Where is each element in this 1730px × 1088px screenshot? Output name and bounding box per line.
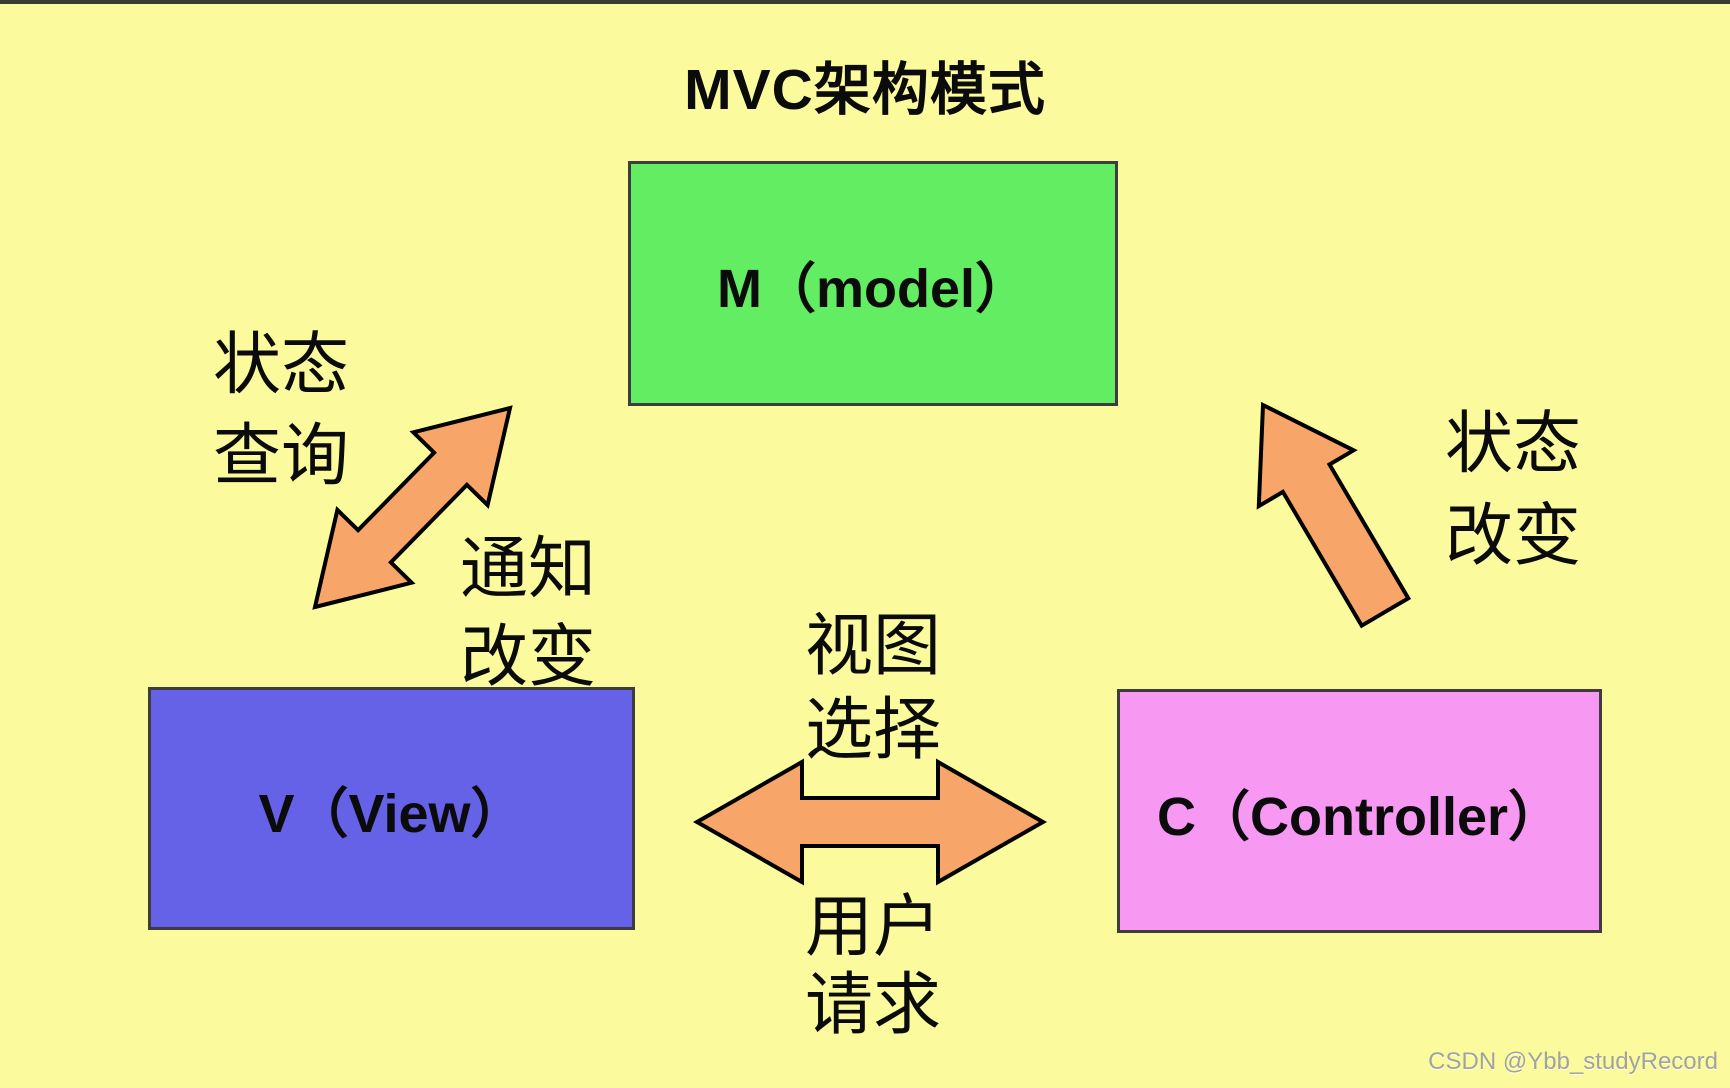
double-arrow-view-model-icon: [312, 405, 513, 610]
edge-label-user-request: 用户 请求: [778, 888, 968, 1044]
edge-label-status-change: 状态 改变: [1445, 398, 1581, 582]
model-box-label: M（model）: [716, 259, 1029, 319]
edge-label-line: 选择: [804, 692, 941, 768]
edge-label-status-query: 状态 查询: [213, 320, 349, 502]
edge-label-line: 请求: [804, 967, 941, 1043]
page-title: MVC架构模式: [684, 58, 1046, 122]
arrow-controller-model-icon: [1256, 401, 1412, 629]
edge-label-notify-change: 通知 改变: [460, 525, 596, 701]
edge-label-view-select: 视图 选择: [778, 604, 968, 772]
top-border-bar: [0, 0, 1730, 4]
view-box: V（View）: [148, 687, 635, 930]
controller-box-label: C（Controller）: [1157, 786, 1562, 847]
edge-label-line: 用户: [804, 889, 941, 965]
edge-label-line: 改变: [1445, 498, 1582, 574]
view-box-label: V（View）: [258, 784, 525, 844]
model-box: M（model）: [628, 161, 1118, 406]
edge-label-line: 状态: [213, 327, 350, 403]
double-arrow-view-controller-icon: [692, 758, 1048, 886]
edge-label-line: 状态: [1445, 406, 1582, 482]
edge-label-line: 查询: [213, 418, 350, 494]
edge-label-line: 改变: [460, 619, 597, 695]
controller-box: C（Controller）: [1117, 689, 1602, 933]
edge-label-line: 视图: [804, 608, 941, 684]
edge-label-line: 通知: [460, 531, 597, 607]
csdn-watermark: CSDN @Ybb_studyRecord: [1428, 1048, 1718, 1075]
